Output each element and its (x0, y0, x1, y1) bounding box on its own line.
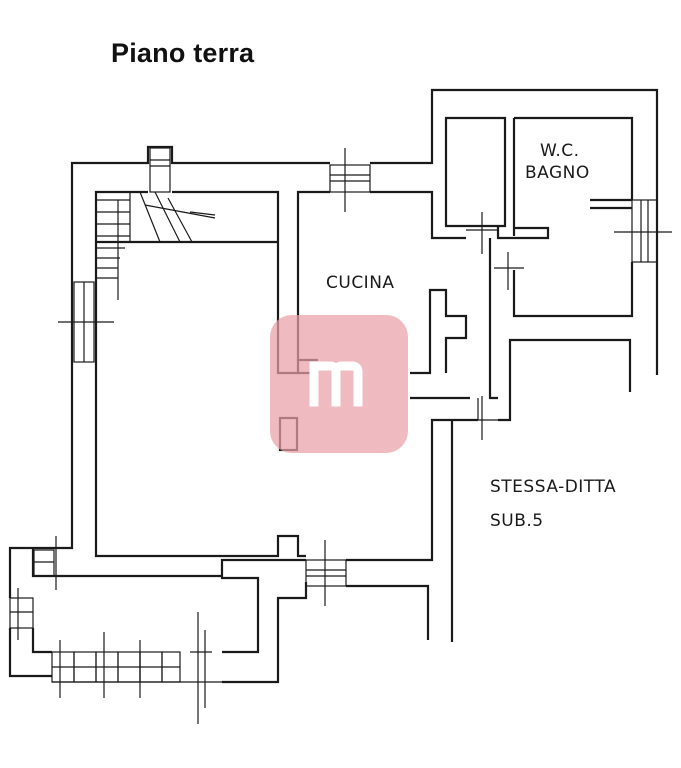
watermark-logo-icon (270, 315, 408, 453)
staircase (96, 191, 216, 300)
outer-walls (8, 88, 659, 684)
label-wc: W.C. (540, 141, 580, 161)
label-cucina: CUCINA (326, 273, 395, 293)
windows (9, 147, 672, 724)
label-bagno: BAGNO (525, 163, 590, 183)
page-title: Piano terra (111, 38, 255, 68)
label-sub5: SUB.5 (490, 511, 544, 531)
label-stessa-ditta: STESSA-DITTA (490, 477, 616, 497)
room-labels: CUCINA W.C. BAGNO STESSA-DITTA SUB.5 (326, 141, 616, 531)
